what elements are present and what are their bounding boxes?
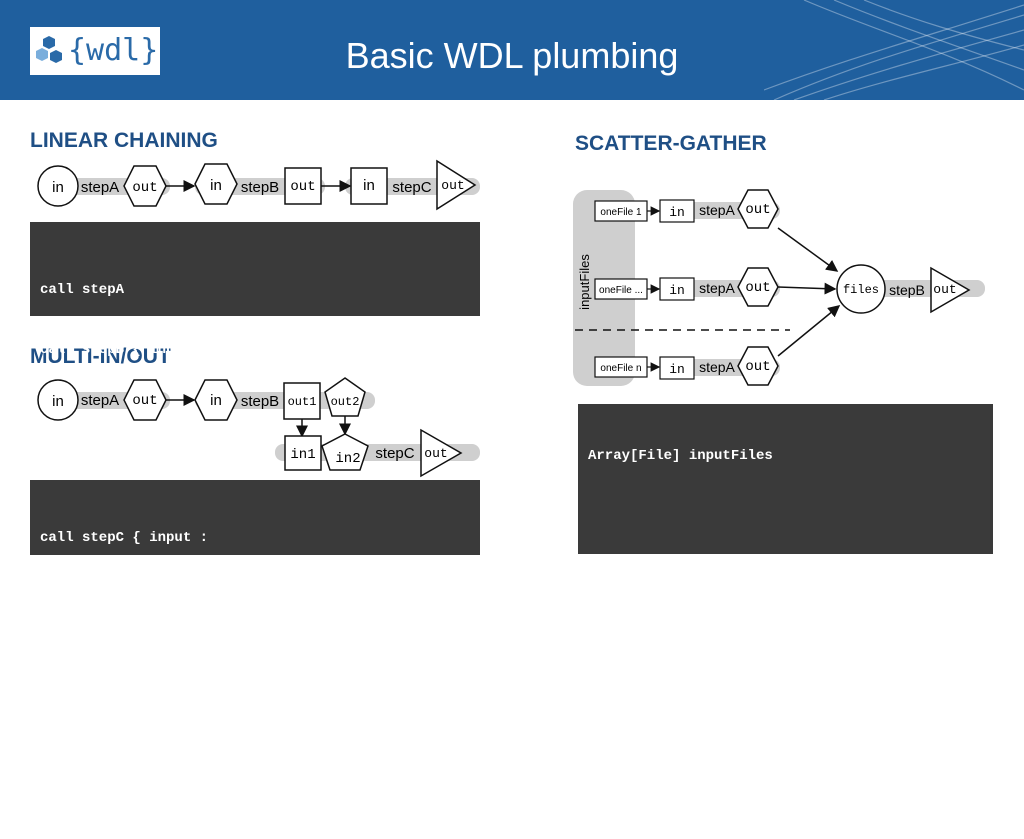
stepB-input-label: in	[210, 177, 222, 194]
stepA-input-square	[659, 277, 695, 301]
stepA-input-label: in	[52, 179, 64, 196]
wave-lines-decoration	[764, 0, 1024, 100]
stepC-input-label: in	[363, 177, 375, 194]
stepB-out1-square	[283, 382, 321, 420]
stepB-output-triangle	[930, 266, 971, 314]
stepA-input-circle	[37, 165, 79, 207]
arrow-out-to-files	[777, 305, 841, 357]
arrow-out-to-files	[777, 227, 839, 272]
stepA-input-label: in	[669, 283, 685, 298]
code-line: scatter(oneFile in inputFiles) {	[588, 566, 857, 582]
wdl-logo-text: {wdl}	[68, 33, 159, 68]
stepA-output-label: out	[745, 280, 770, 296]
stepB-name: stepB	[241, 393, 279, 410]
stepC-input-square	[350, 167, 388, 205]
stepB-input-hexagon	[194, 163, 238, 205]
stepA-name: stepA	[699, 359, 735, 375]
stepB-output-label: out	[933, 282, 956, 297]
file-label: oneFile n	[600, 363, 641, 374]
stepA-input-square	[659, 356, 695, 380]
linear-chaining-diagram: in stepA out in stepB out in stepC out	[37, 159, 480, 211]
stepA-input-label: in	[669, 205, 685, 220]
stepC-output-label: out	[441, 178, 464, 193]
stepB-input-label: files	[843, 283, 879, 297]
multi-in-out-diagram: in stepA out in stepB out1 out2 in1 in2 …	[37, 377, 480, 478]
stepA-input-label: in	[52, 393, 64, 410]
stepB-output-label: out	[290, 179, 315, 195]
wdl-logo-mark-icon	[36, 36, 62, 63]
file-label: oneFile ...	[599, 285, 643, 296]
stepC-in2-label: in2	[335, 451, 360, 467]
file-label: oneFile 1	[600, 207, 642, 218]
code-line	[588, 741, 983, 760]
code-line: in1=stepB.out1,	[40, 590, 293, 606]
code-line: call stepA	[40, 282, 125, 298]
code-line: }	[588, 684, 597, 700]
stepA-output-label: out	[132, 393, 157, 409]
stepC-in2-pentagon	[321, 433, 369, 471]
stepC-in1-label: in1	[290, 447, 315, 463]
page-title: Basic WDL plumbing	[345, 35, 679, 76]
stepB-input-label: in	[210, 392, 222, 409]
stepA-input-square	[659, 199, 695, 223]
input-files-label: inputFiles	[577, 254, 592, 310]
stepC-name: stepC	[375, 445, 414, 462]
stepB-out2-label: out2	[331, 395, 360, 409]
stepA-name: stepA	[699, 280, 735, 296]
code-line: call stepC { input :	[40, 530, 209, 546]
code-line: Array[File] inputFiles	[588, 448, 773, 464]
stepA-output-label: out	[745, 202, 770, 218]
stepB-input-circle	[836, 264, 886, 314]
stepA-output-hexagon	[737, 189, 779, 229]
stepB-input-hexagon	[194, 379, 238, 421]
code-line: call stepA { input: in=oneFile }	[588, 625, 891, 641]
stepA-input-label: in	[669, 362, 685, 377]
stepA-input-circle	[37, 379, 79, 421]
code-line	[588, 505, 983, 524]
stepB-output-square	[284, 167, 322, 205]
stepA-output-hexagon	[737, 346, 779, 386]
code-line: call stepB { input: files=stepA.out }	[588, 802, 899, 818]
stepB-name: stepB	[889, 282, 925, 298]
stepC-output-label: out	[424, 446, 447, 461]
header-banner: {wdl} Basic WDL plumbing	[0, 0, 1024, 100]
stepB-name: stepB	[241, 179, 279, 196]
code-line: call stepB { input: in=stepA.out }	[40, 342, 326, 358]
stepC-name: stepC	[392, 179, 431, 196]
stepA-name: stepA	[699, 202, 735, 218]
stepC-output-triangle	[420, 428, 463, 478]
stepC-in1-square	[284, 435, 322, 471]
stepB-out1-label: out1	[288, 395, 317, 409]
arrow-out-to-files	[777, 282, 837, 295]
wdl-logo: {wdl}	[30, 27, 160, 75]
code-line: in2=stepB.out2 }	[40, 650, 301, 666]
multi-code-block: call stepC { input : in1=stepB.out1, in2…	[30, 480, 480, 666]
scatter-code-block: Array[File] inputFiles scatter(oneFile i…	[578, 404, 993, 818]
stepA-output-label: out	[132, 180, 157, 196]
scatter-gather-diagram: inputFiles oneFile 1 oneFile ... oneFile…	[573, 189, 985, 386]
stepC-output-triangle	[436, 159, 477, 211]
stepA-output-label: out	[745, 359, 770, 375]
stepA-name: stepA	[81, 179, 119, 196]
linear-code-block: call stepA call stepB { input: in=stepA.…	[30, 222, 480, 418]
section-title-multi: MULTI-IN/OUT	[30, 345, 171, 368]
section-title-linear: LINEAR CHAINING	[30, 129, 218, 152]
section-title-scatter: SCATTER-GATHER	[575, 132, 767, 155]
stepA-name: stepA	[81, 392, 119, 409]
